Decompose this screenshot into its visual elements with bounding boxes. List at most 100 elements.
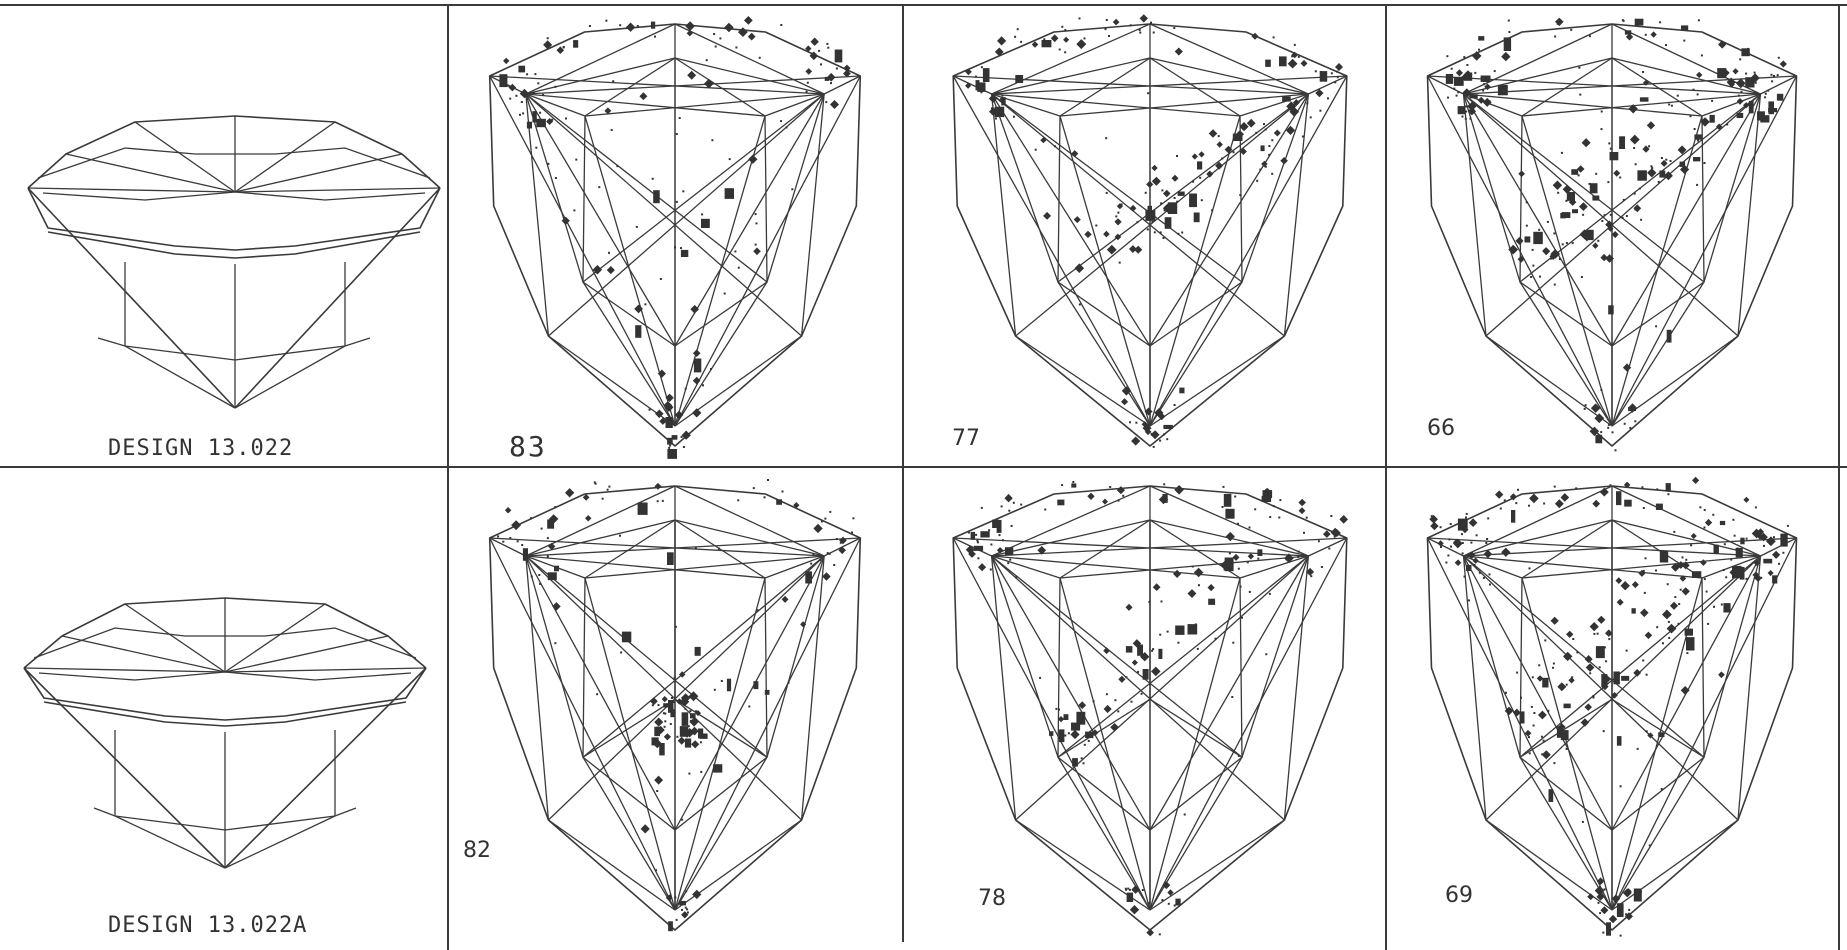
- reflection-spot: [1696, 71, 1703, 79]
- facet-line: [1521, 93, 1761, 117]
- reflection-spot: [1680, 164, 1690, 175]
- reflection-dot: [1067, 732, 1070, 735]
- reflection-dot: [539, 582, 542, 585]
- facet-line: [766, 555, 825, 758]
- reflection-spot: [1681, 561, 1690, 570]
- reflection-dot: [1271, 139, 1274, 142]
- reflection-dot: [1582, 213, 1585, 216]
- reflection-dot: [1636, 747, 1639, 750]
- reflection-dot: [1488, 102, 1491, 105]
- reflection-dot: [1607, 426, 1610, 429]
- reflection-block: [637, 502, 648, 515]
- reflection-dot: [671, 697, 673, 699]
- reflection-block: [1560, 730, 1569, 741]
- pavilion-edge: [224, 667, 427, 869]
- reflection-spot: [1600, 253, 1608, 262]
- reflection-dot: [976, 539, 979, 542]
- reflection-dot: [674, 896, 677, 899]
- reflection-dot: [723, 292, 726, 295]
- reflection-dot: [1163, 433, 1166, 436]
- reflection-spot: [1660, 159, 1668, 167]
- facet-line: [991, 75, 1347, 95]
- facet-line: [1057, 281, 1151, 427]
- facet-line: [991, 555, 1061, 579]
- reflection-block: [679, 900, 686, 906]
- reflection-dot: [1122, 494, 1125, 497]
- reflection-dot: [833, 564, 836, 566]
- pavilion-facet-line: [124, 345, 236, 409]
- reflection-block: [663, 703, 668, 708]
- girdle-bottom-line: [47, 231, 421, 259]
- reflection-spot: [1152, 583, 1161, 591]
- reflection-dot: [1683, 39, 1686, 42]
- reflection-dot: [1685, 558, 1688, 561]
- reflection-spot: [1736, 98, 1744, 105]
- reflection-dot: [1152, 31, 1155, 34]
- reflection-block: [834, 49, 843, 63]
- reflection-dot: [519, 113, 521, 116]
- reflection-dot: [1554, 35, 1557, 38]
- reflection-spot: [504, 507, 512, 514]
- reflection-dot: [695, 710, 697, 713]
- reflection-block: [1719, 520, 1726, 526]
- facet-line: [674, 75, 861, 427]
- reflection-dot: [1153, 231, 1156, 234]
- reflection-spot: [1743, 496, 1750, 503]
- reflection-dot: [700, 770, 703, 773]
- reflection-spot: [677, 736, 686, 745]
- reflection-dot: [656, 500, 659, 503]
- reflection-dot: [1753, 71, 1756, 74]
- reflection-dot: [805, 90, 808, 93]
- reflection-dot: [754, 243, 757, 246]
- reflection-block: [699, 733, 708, 739]
- reflection-dot: [1000, 505, 1003, 508]
- reflection-dot: [678, 117, 681, 119]
- reflection-dot: [1447, 96, 1449, 99]
- reflection-spot: [1110, 723, 1119, 732]
- reflection-dot: [1309, 116, 1312, 119]
- girdle-top-line: [27, 187, 441, 251]
- reflection-dot: [1163, 209, 1166, 212]
- reflection-dot: [767, 479, 769, 481]
- reflection-dot: [1538, 664, 1541, 667]
- reflection-dot: [1061, 484, 1064, 487]
- reflection-dot: [1237, 522, 1239, 525]
- reflection-dot: [1448, 538, 1451, 541]
- reflection-dot: [1105, 191, 1108, 194]
- reflection-spot: [1273, 129, 1281, 137]
- reflection-dot: [1232, 151, 1235, 154]
- facet-line: [674, 698, 768, 758]
- crown-facet-line: [27, 187, 236, 193]
- reflection-block: [982, 68, 990, 82]
- facet-line: [674, 57, 825, 95]
- facet-line: [525, 93, 550, 337]
- reflection-spot: [1129, 905, 1140, 915]
- reflection-dot: [669, 723, 672, 725]
- reflection-dot: [520, 101, 523, 103]
- reflection-dot: [1064, 51, 1067, 54]
- reflection-dot: [1488, 573, 1491, 576]
- reflection-dot: [1607, 423, 1610, 426]
- reflection-dot: [1146, 430, 1149, 433]
- reflection-block: [1001, 97, 1006, 106]
- reflection-spot: [1112, 18, 1120, 26]
- facet-line: [1463, 537, 1797, 557]
- reflection-block: [1684, 628, 1693, 636]
- reflection-dot: [1007, 562, 1010, 565]
- reflection-spot: [1594, 413, 1605, 424]
- reflection-spot: [1339, 515, 1348, 524]
- reflection-spot: [748, 154, 758, 164]
- reflection-block: [693, 358, 702, 373]
- reflection-dot: [1259, 168, 1262, 171]
- reflection-spot: [1501, 51, 1511, 62]
- reflection-dot: [1151, 649, 1154, 652]
- reflection-spot: [1579, 202, 1588, 211]
- reflection-dot: [1703, 578, 1706, 581]
- reflection-dot: [1599, 912, 1602, 915]
- reflection-spot: [1298, 507, 1306, 515]
- reflection-dot: [1150, 21, 1152, 24]
- reflection-block: [1319, 71, 1328, 82]
- reflection-dot: [1667, 493, 1670, 496]
- reflection-dot: [735, 46, 738, 49]
